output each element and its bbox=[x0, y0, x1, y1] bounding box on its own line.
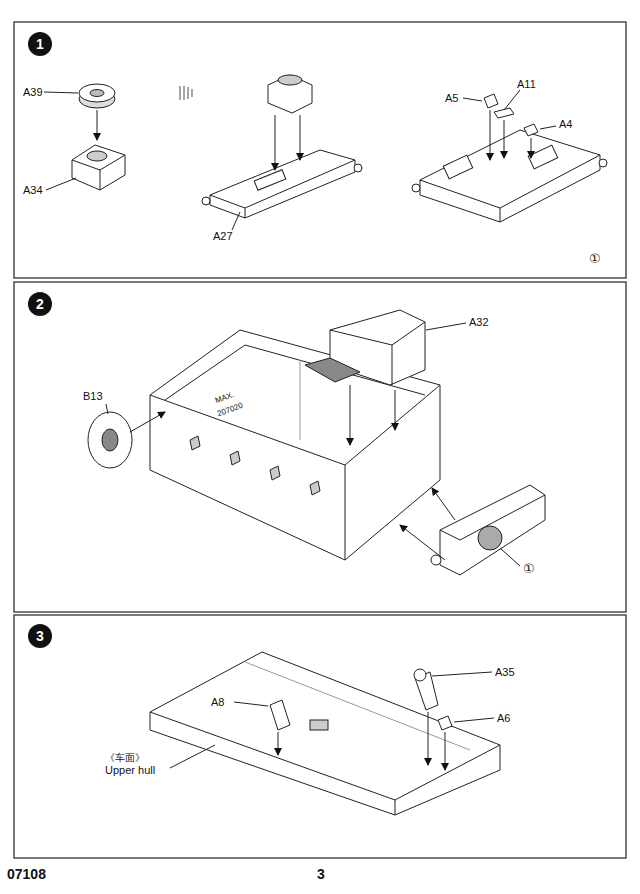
part-label: A11 bbox=[516, 78, 537, 90]
part-label: A27 bbox=[212, 230, 234, 242]
part-label: ① bbox=[588, 252, 602, 266]
part-label: B13 bbox=[82, 390, 104, 402]
page-footer: 3 bbox=[316, 867, 326, 882]
part-label: A6 bbox=[496, 712, 511, 724]
step-number: 1 bbox=[28, 32, 52, 56]
step-label: 3 bbox=[36, 628, 44, 644]
part-label: ① bbox=[522, 562, 536, 576]
page-footer: 07108 bbox=[6, 867, 47, 882]
part-label: A35 bbox=[494, 666, 516, 678]
step-label: 2 bbox=[36, 296, 44, 312]
part-label: A4 bbox=[558, 118, 573, 130]
step-number: 2 bbox=[28, 292, 52, 316]
part-label: A32 bbox=[468, 316, 490, 328]
part-label: A8 bbox=[210, 696, 225, 708]
part-label: A34 bbox=[22, 184, 44, 196]
part-label: Upper hull bbox=[104, 764, 156, 776]
part-label: A39 bbox=[22, 86, 44, 98]
part-label: 《车面》 bbox=[104, 752, 146, 763]
step-label: 1 bbox=[36, 36, 44, 52]
part-label: A5 bbox=[444, 92, 459, 104]
step-number: 3 bbox=[28, 624, 52, 648]
